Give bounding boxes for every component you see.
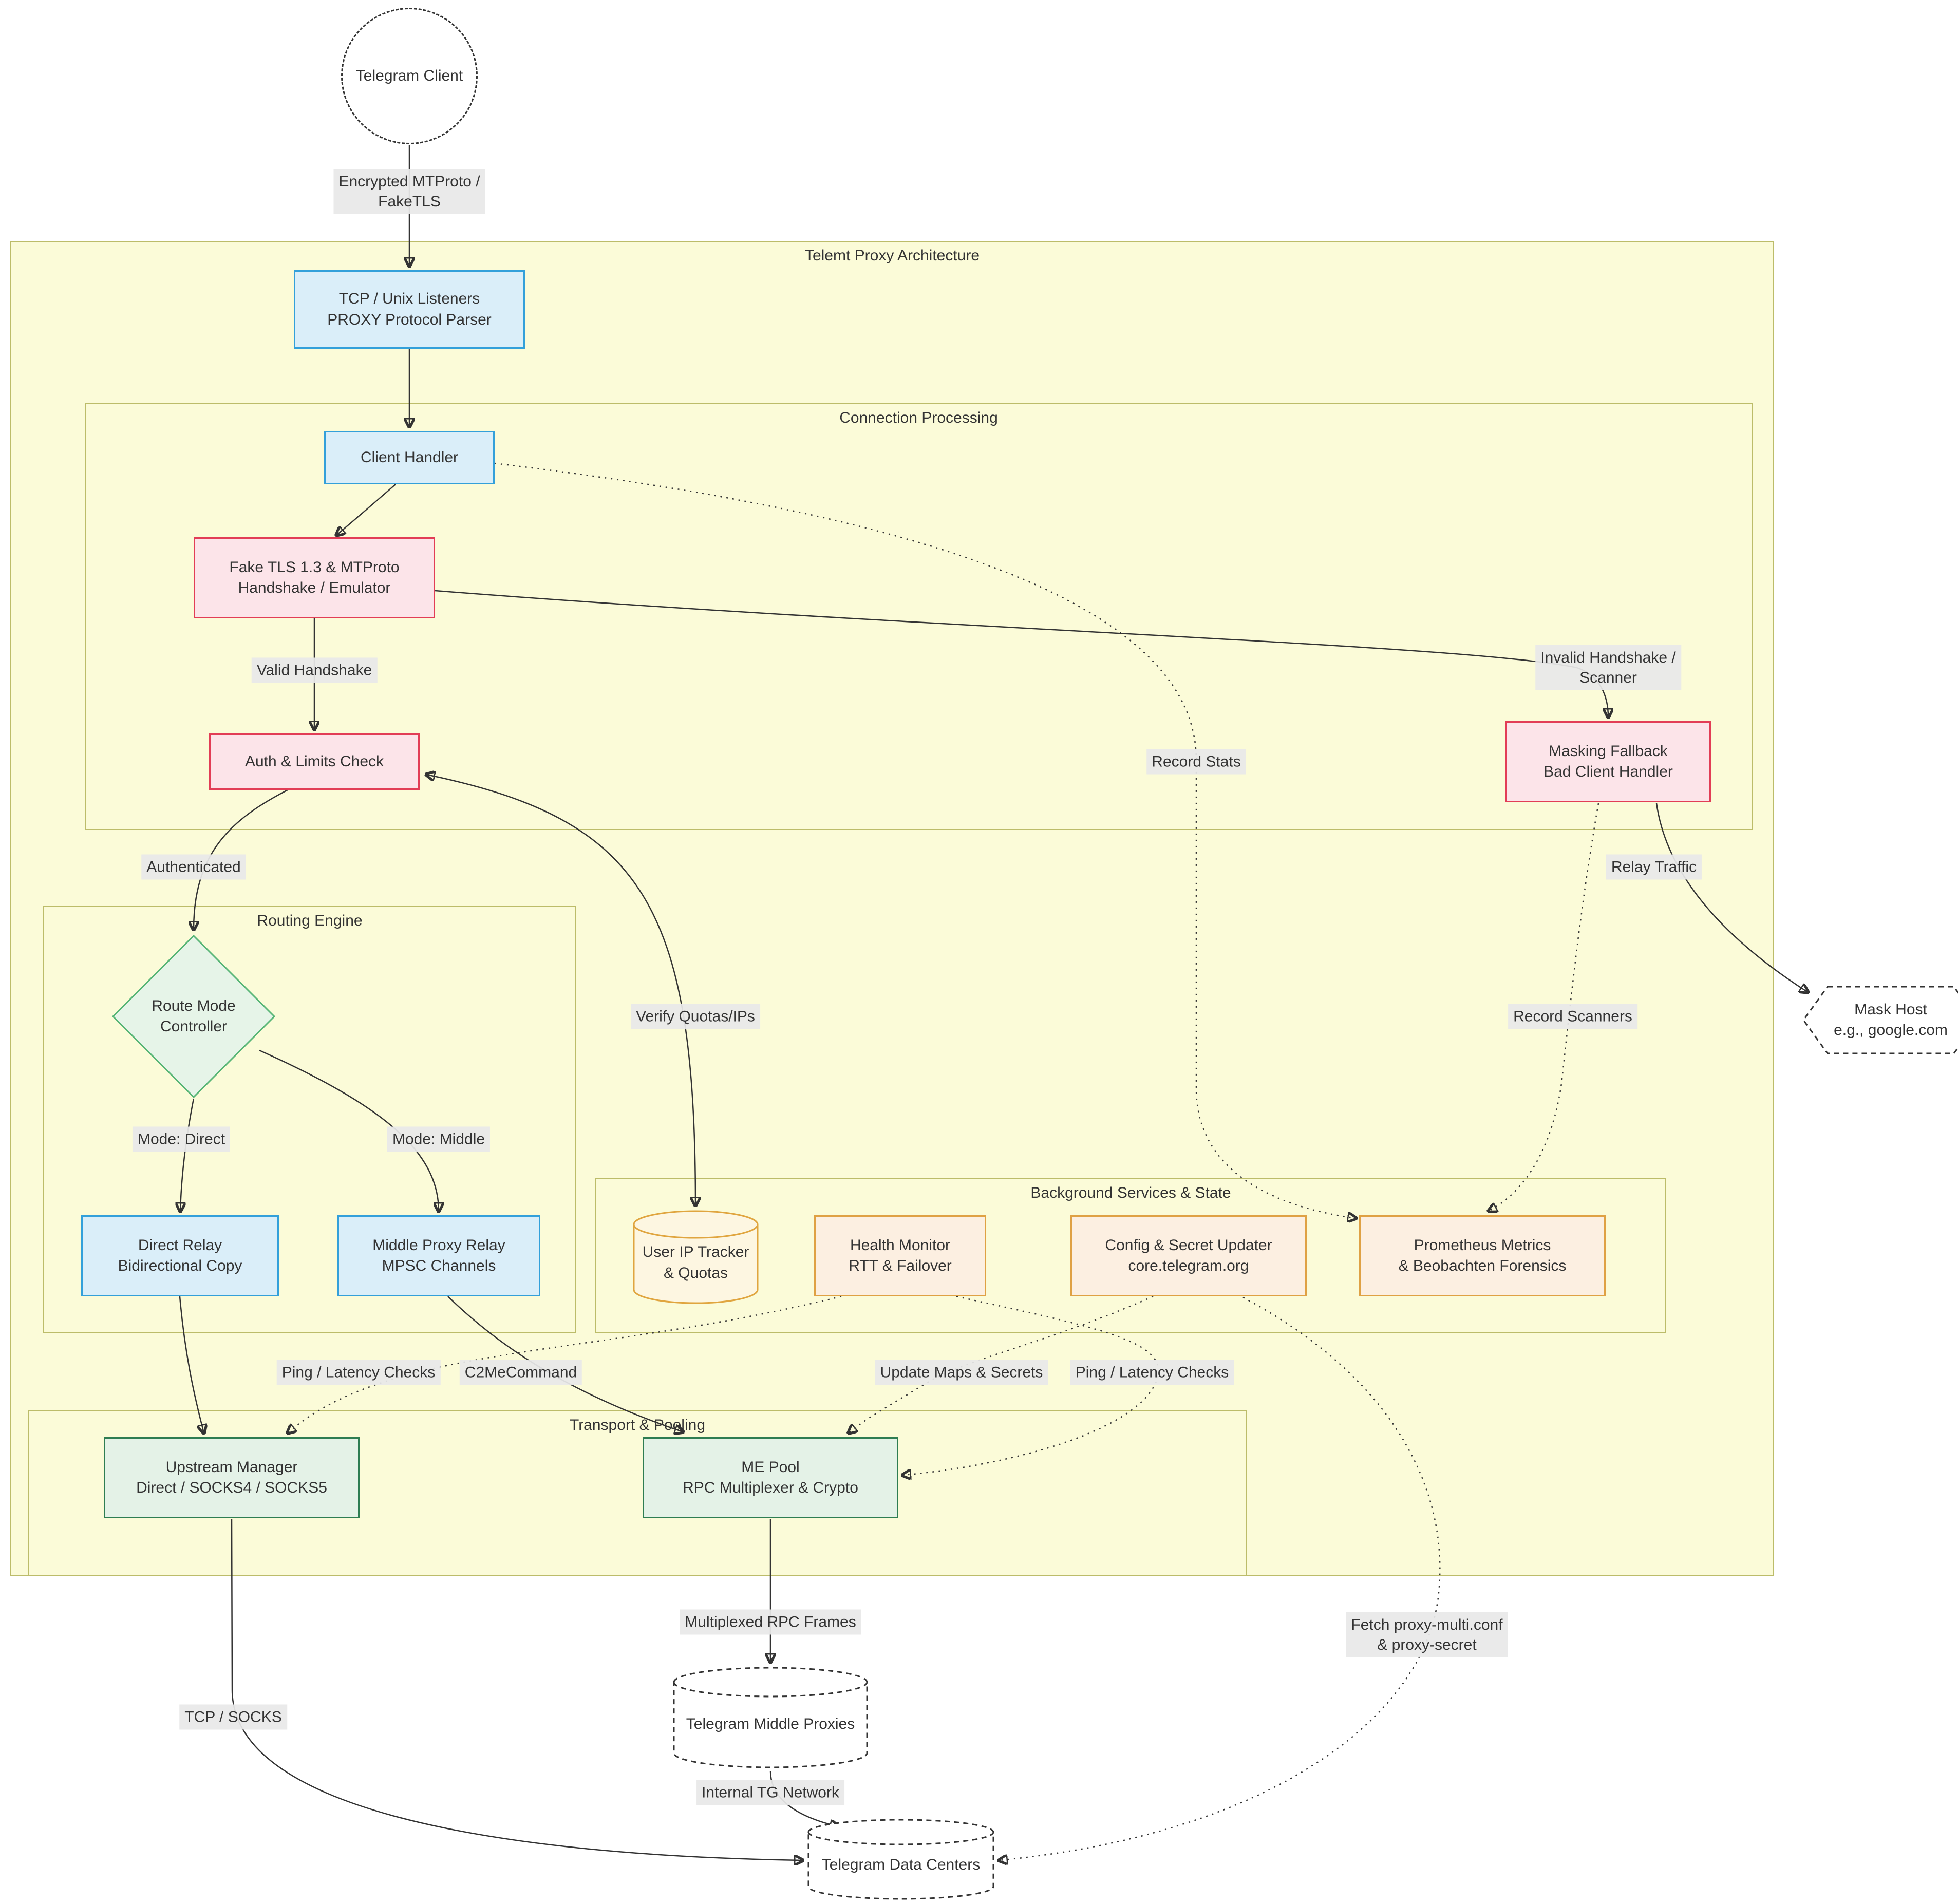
edge-label-verify-quotas: Verify Quotas/IPs bbox=[631, 1004, 760, 1029]
edge-label-tcp-socks: TCP / SOCKS bbox=[179, 1704, 287, 1730]
edge-faketls-to-masking bbox=[435, 590, 1608, 717]
edge-label-ping-latency-left: Ping / Latency Checks bbox=[276, 1360, 441, 1385]
node-health-line1: Health Monitor bbox=[850, 1236, 951, 1254]
node-prometheus-metrics: Prometheus Metrics & Beobachten Forensic… bbox=[1359, 1215, 1606, 1296]
edge-label-fetch-proxy-conf: Fetch proxy-multi.conf & proxy-secret bbox=[1346, 1612, 1508, 1657]
edge-label-multiplexed-rpc: Multiplexed RPC Frames bbox=[680, 1609, 861, 1635]
node-client-handler: Client Handler bbox=[324, 431, 495, 484]
node-health-line2: RTT & Failover bbox=[849, 1257, 952, 1274]
edge-routemode-to-directrelay bbox=[180, 1098, 195, 1211]
node-config-secret-updater: Config & Secret Updater core.telegram.or… bbox=[1070, 1215, 1307, 1296]
cluster-proxy-architecture-title: Telemt Proxy Architecture bbox=[804, 247, 980, 264]
edge-handler-record-stats bbox=[494, 462, 1356, 1218]
edge-auth-verify-tracker bbox=[426, 775, 695, 1205]
node-masking-fallback: Masking Fallback Bad Client Handler bbox=[1505, 721, 1711, 802]
edge-handler-to-faketls bbox=[336, 484, 396, 535]
edge-masking-record-scanners bbox=[1489, 803, 1599, 1211]
edge-label-ping-latency-right: Ping / Latency Checks bbox=[1070, 1360, 1234, 1385]
edge-label-relay-traffic: Relay Traffic bbox=[1606, 854, 1702, 880]
node-data-centers-label: Telegram Data Centers bbox=[821, 1856, 981, 1873]
node-config-line1: Config & Secret Updater bbox=[1105, 1236, 1272, 1254]
edge-auth-to-routemode bbox=[194, 789, 288, 930]
node-direct-relay-line2: Bidirectional Copy bbox=[118, 1257, 242, 1274]
node-mask-host-line1: Mask Host bbox=[1854, 1001, 1927, 1018]
cluster-routing-engine-title: Routing Engine bbox=[257, 912, 363, 929]
node-prometheus-line2: & Beobachten Forensics bbox=[1398, 1257, 1567, 1274]
edge-label-record-stats: Record Stats bbox=[1146, 749, 1246, 775]
node-middle-proxy-relay: Middle Proxy Relay MPSC Channels bbox=[337, 1215, 540, 1296]
cluster-connection-processing-title: Connection Processing bbox=[839, 409, 998, 426]
edge-label-authenticated: Authenticated bbox=[141, 854, 246, 880]
data-centers-cylinder-shape bbox=[807, 1819, 994, 1900]
edge-label-mode-middle: Mode: Middle bbox=[387, 1126, 491, 1152]
edge-directrelay-to-upstream bbox=[179, 1296, 204, 1433]
edge-health-ping-mepool bbox=[902, 1295, 1159, 1475]
edge-label-internal-tg-network: Internal TG Network bbox=[696, 1780, 844, 1805]
node-auth-limits-label: Auth & Limits Check bbox=[244, 752, 384, 770]
cluster-background-services-title: Background Services & State bbox=[1030, 1184, 1231, 1201]
node-fake-tls-line2: Handshake / Emulator bbox=[238, 579, 391, 596]
node-telegram-data-centers: Telegram Data Centers bbox=[807, 1818, 995, 1900]
middle-proxies-cylinder-shape bbox=[673, 1667, 868, 1768]
node-route-mode-line2: Controller bbox=[160, 1018, 228, 1035]
edge-label-mode-direct: Mode: Direct bbox=[132, 1126, 231, 1152]
edge-label-valid-handshake: Valid Handshake bbox=[251, 657, 378, 683]
node-tcp-unix-listeners-line2: PROXY Protocol Parser bbox=[327, 311, 492, 328]
edge-label-c2mecommand: C2MeCommand bbox=[459, 1360, 582, 1385]
node-user-ip-tracker: User IP Tracker & Quotas bbox=[632, 1210, 759, 1305]
node-middle-relay-line2: MPSC Channels bbox=[382, 1257, 496, 1274]
node-masking-line1: Masking Fallback bbox=[1549, 742, 1668, 760]
node-direct-relay: Direct Relay Bidirectional Copy bbox=[81, 1215, 279, 1296]
edge-upstream-tcp-datacenters bbox=[231, 1519, 803, 1860]
node-ip-tracker-line2: & Quotas bbox=[663, 1264, 728, 1281]
node-config-line2: core.telegram.org bbox=[1128, 1257, 1249, 1274]
node-prometheus-line1: Prometheus Metrics bbox=[1414, 1236, 1551, 1254]
node-upstream-line1: Upstream Manager bbox=[165, 1458, 298, 1476]
node-direct-relay-line1: Direct Relay bbox=[138, 1236, 222, 1254]
edge-label-update-maps-secrets: Update Maps & Secrets bbox=[875, 1360, 1048, 1385]
node-upstream-manager: Upstream Manager Direct / SOCKS4 / SOCKS… bbox=[104, 1437, 360, 1518]
edge-masking-relay-maskhost bbox=[1655, 803, 1808, 992]
node-me-pool-line1: ME Pool bbox=[741, 1458, 800, 1476]
node-middle-proxies-label: Telegram Middle Proxies bbox=[686, 1715, 855, 1732]
node-fake-tls-line1: Fake TLS 1.3 & MTProto bbox=[229, 558, 400, 576]
node-mask-host-line2: e.g., google.com bbox=[1834, 1022, 1948, 1039]
node-me-pool-line2: RPC Multiplexer & Crypto bbox=[683, 1479, 858, 1496]
node-masking-line2: Bad Client Handler bbox=[1543, 763, 1673, 780]
node-middle-relay-line1: Middle Proxy Relay bbox=[372, 1236, 505, 1254]
node-telegram-client-label: Telegram Client bbox=[355, 67, 463, 84]
node-auth-limits-check: Auth & Limits Check bbox=[209, 733, 420, 790]
edge-label-invalid-handshake: Invalid Handshake / Scanner bbox=[1535, 645, 1681, 690]
edge-label-record-scanners: Record Scanners bbox=[1508, 1004, 1637, 1029]
node-tcp-unix-listeners: TCP / Unix Listeners PROXY Protocol Pars… bbox=[294, 270, 525, 349]
node-telegram-client: Telegram Client bbox=[341, 8, 478, 144]
node-telegram-middle-proxies: Telegram Middle Proxies bbox=[672, 1666, 869, 1769]
node-upstream-line2: Direct / SOCKS4 / SOCKS5 bbox=[136, 1479, 327, 1496]
node-tcp-unix-listeners-line1: TCP / Unix Listeners bbox=[338, 290, 480, 307]
node-fake-tls-handshake: Fake TLS 1.3 & MTProto Handshake / Emula… bbox=[194, 537, 435, 618]
node-ip-tracker-line1: User IP Tracker bbox=[642, 1243, 749, 1260]
node-me-pool: ME Pool RPC Multiplexer & Crypto bbox=[643, 1437, 898, 1518]
node-mask-host: Mask Host e.g., google.com bbox=[1802, 985, 1958, 1055]
route-mode-diamond-shape bbox=[111, 934, 276, 1099]
mask-host-hexagon-shape bbox=[1802, 986, 1958, 1054]
node-client-handler-label: Client Handler bbox=[360, 448, 459, 466]
node-route-mode-controller: Route Mode Controller bbox=[111, 934, 276, 1099]
edge-label-encrypted-mtproto: Encrypted MTProto / FakeTLS bbox=[333, 169, 485, 214]
node-route-mode-line1: Route Mode bbox=[152, 997, 236, 1014]
ip-tracker-cylinder-shape bbox=[633, 1210, 759, 1304]
node-health-monitor: Health Monitor RTT & Failover bbox=[814, 1215, 986, 1296]
